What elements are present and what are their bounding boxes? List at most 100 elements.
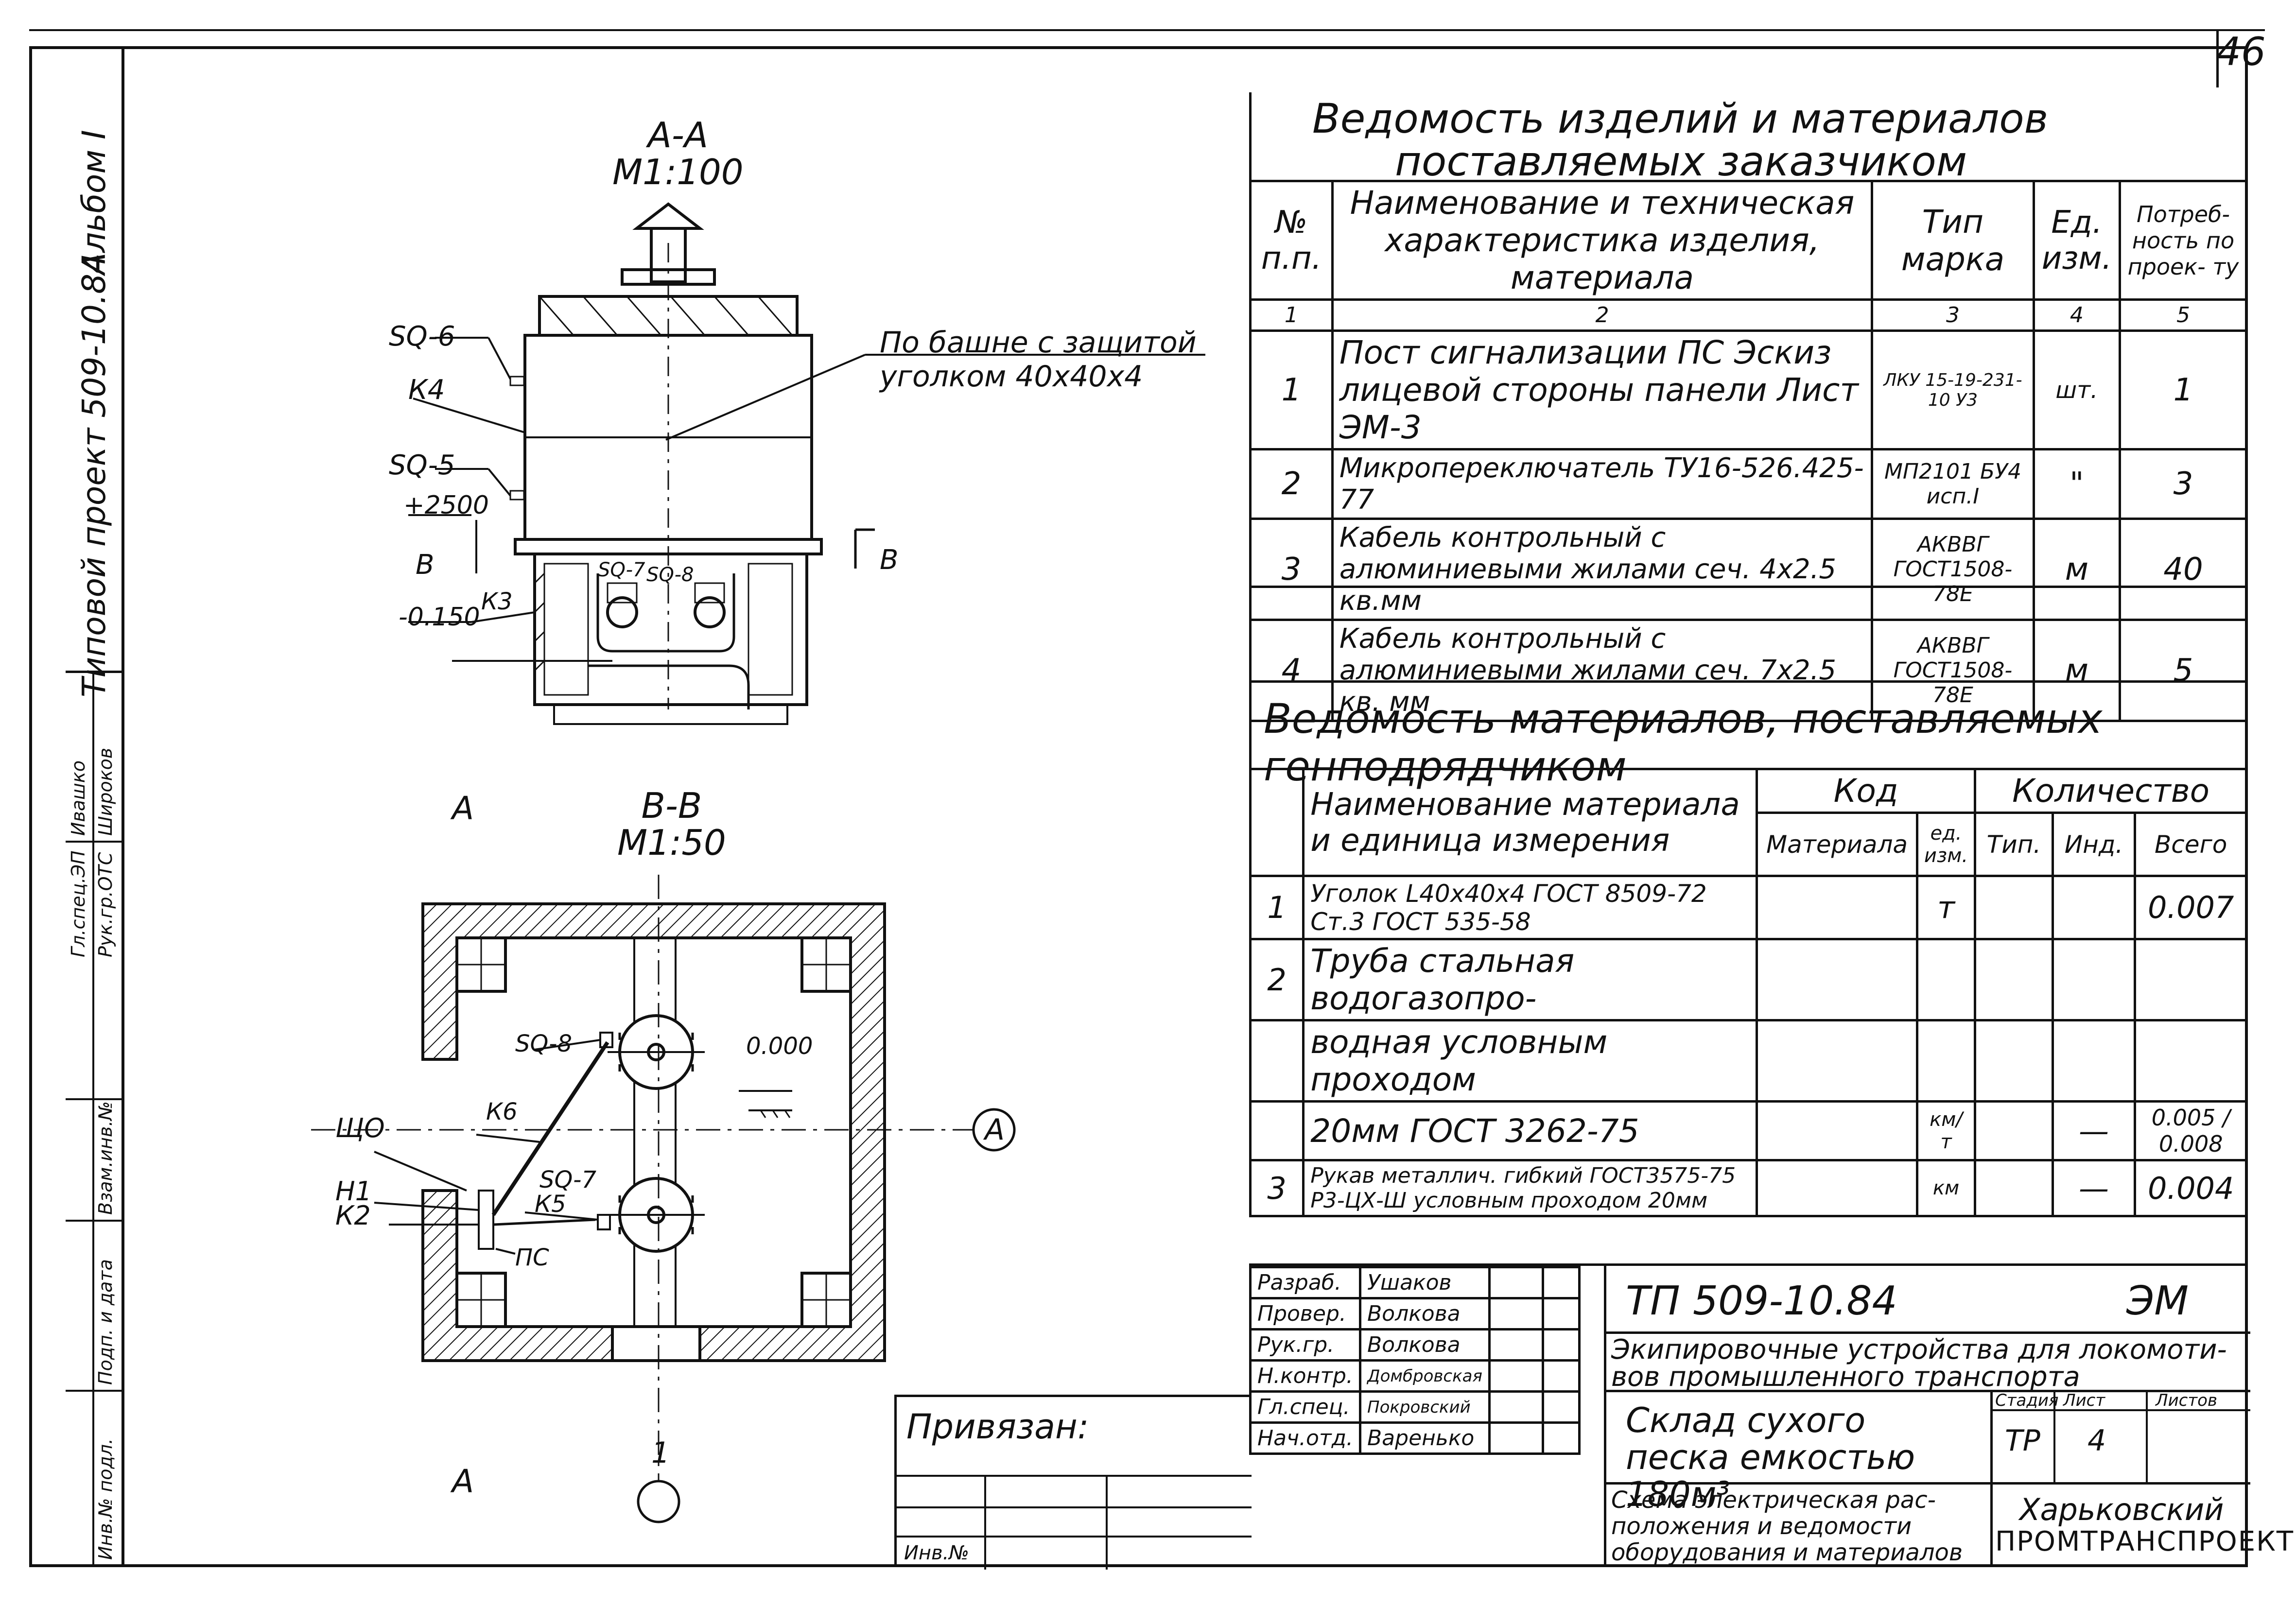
vent-cap [632, 202, 704, 230]
stamp-stage: ТР [2005, 1424, 2040, 1458]
table1-cell: 1 [2119, 329, 2248, 450]
stamp-object-title: Склад сухого песка емкостью 180м³ [1626, 1400, 1915, 1514]
table1-cell: 3 [1249, 518, 1334, 621]
stamp-role: Рук.гр. [1249, 1328, 1361, 1362]
table1-cell: Кабель контрольный с алюминиевыми жилами… [1331, 518, 1874, 621]
table2-cell: км [1915, 1159, 1977, 1217]
stamp-row: Провер.Волкова [1249, 1297, 1581, 1331]
page-number: 46 [2216, 29, 2266, 74]
stamp-role: Провер. [1249, 1297, 1361, 1331]
cut-mark-a-top: А [452, 790, 474, 827]
callout-k2: К2 [335, 1200, 371, 1231]
table2-cell [1974, 875, 2054, 940]
table2-cell: — [2051, 1159, 2137, 1217]
stamp-people: Разраб.Ушаков Провер.Волкова Рук.гр.Волк… [1249, 1266, 1581, 1455]
table2-cell [1915, 1019, 1977, 1103]
stamp-name: Варенько [1359, 1421, 1491, 1455]
table1-cell: " [2032, 448, 2122, 520]
table1-cell: шт. [2032, 329, 2122, 450]
stamp-block [1249, 1263, 2248, 1570]
callout-sq5: SQ-5 [389, 449, 455, 481]
callout-h1: Н1 [335, 1176, 372, 1207]
table1-h-name: Наименование и техническая характеристик… [1331, 180, 1874, 301]
table1-cell: АКВВГ ГОСТ1508-78Е [1871, 619, 2035, 722]
stamp-signature [1488, 1359, 1544, 1393]
table1-cell: МП2101 БУ4 исп.I [1871, 448, 2035, 520]
stamp-h-sheet: Лист [2063, 1391, 2105, 1410]
table2-cell [1756, 875, 1918, 940]
table1-caption: Ведомость изделий и материалов поставляе… [1312, 97, 2048, 183]
table-row: 3 Рукав металлич. гибкий ГОСТ3575-75 Р3-… [1249, 1159, 2248, 1217]
privyazan-label: Привязан: [906, 1407, 1089, 1447]
table1-colnum-5: 5 [2119, 298, 2248, 332]
stamp-code: ТП 509-10.84 [1626, 1278, 1897, 1324]
table1-cell: Микропереключатель ТУ16-526.425-77 [1331, 448, 1874, 520]
table2-cell [2051, 875, 2137, 940]
table1: № п.п. Наименование и техническая характ… [1249, 180, 2248, 722]
stamp-date [1541, 1421, 1581, 1455]
table-row: 3 Кабель контрольный с алюминиевыми жила… [1249, 518, 2248, 621]
table-row: 1 Уголок L40х40х4 ГОСТ 8509-72 Ст.3 ГОСТ… [1249, 875, 2248, 940]
binding-strip: Альбом I Типовой проект 509-10.84 [66, 46, 124, 1567]
stamp-name: Покровский [1359, 1390, 1491, 1424]
table-row: 2 Микропереключатель ТУ16-526.425-77 МП2… [1249, 448, 2248, 520]
table2-cell: 3 [1249, 1159, 1305, 1217]
stamp-org-line1: Харьковский [2019, 1492, 2224, 1527]
table1-cell: АКВВГ ГОСТ1508-78Е [1871, 518, 2035, 621]
stamp-sheet: 4 [2087, 1424, 2106, 1458]
cable-note-line1: По башне с защитой [880, 326, 1197, 360]
strip-name-1: Ивашко [68, 760, 89, 836]
stamp-h-sheets: Листов [2156, 1391, 2218, 1410]
table2-cell: Уголок L40х40х4 ГОСТ 8509-72 Ст.3 ГОСТ 5… [1302, 875, 1758, 940]
table2-cell: 0.004 [2134, 1159, 2248, 1217]
table1-colnum-1: 1 [1249, 298, 1334, 332]
strip-field-inv: Инв.№ подл. [95, 1438, 116, 1560]
table2-h-code: Код [1756, 768, 1977, 814]
table2-cell: Труба стальная водогазопро- [1302, 938, 1758, 1021]
inv-label: Инв.№ [904, 1542, 969, 1564]
table1-title-line2: поставляемых заказчиком [1395, 138, 1967, 185]
table2-cell: 2 [1249, 938, 1305, 1021]
table2-h-total: Всего [2134, 812, 2248, 877]
table-row: 20мм ГОСТ 3262-75 км/т — 0.005 / 0.008 [1249, 1100, 2248, 1161]
section-aa-name: А-А [647, 115, 709, 156]
stamp-date [1541, 1266, 1581, 1299]
table2-h-ind: Инд. [2051, 812, 2137, 877]
table2-cell [1756, 1159, 1918, 1217]
table2-h-num [1249, 768, 1305, 877]
cable-note-line2: уголком 40х40х4 [880, 360, 1143, 394]
stamp-role: Разраб. [1249, 1266, 1361, 1299]
table-row: 2 Труба стальная водогазопро- [1249, 938, 2248, 1021]
table1-cell: 1 [1249, 329, 1334, 450]
stamp-signature [1488, 1390, 1544, 1424]
callout-k3: К3 [481, 588, 513, 615]
callout-k5: К5 [535, 1191, 566, 1218]
table2-cell [2134, 938, 2248, 1021]
stamp-date [1541, 1297, 1581, 1331]
mark-minus0150: -0.150 [399, 603, 480, 632]
section-bb-name: В-В [641, 785, 702, 826]
stamp-name: Домбровская [1359, 1359, 1491, 1393]
section-aa-scale: М1:100 [612, 152, 744, 192]
stamp-doc-title: Схема электрическая рас- положения и вед… [1611, 1486, 1963, 1566]
callout-bb-sq7: SQ-7 [539, 1166, 596, 1193]
callout-k6: К6 [486, 1098, 518, 1125]
table1-colnum-2: 2 [1331, 298, 1874, 332]
mark-plus2500: +2500 [403, 491, 489, 520]
table2-cell: 20мм ГОСТ 3262-75 [1302, 1100, 1758, 1161]
section-bb-title: В-В М1:50 [617, 787, 726, 861]
table2-cell: 0.007 [2134, 875, 2248, 940]
stamp-signature [1488, 1266, 1544, 1299]
section-bb-drawing [311, 875, 1016, 1523]
stamp-row: Разраб.Ушаков [1249, 1266, 1581, 1299]
strip-fields: Гл.спец.ЭП Рук.гр.ОТС Ивашко Широков Вза… [66, 671, 122, 1567]
table2-header-row2: Материала ед. изм. Тип. Инд. Всего [1251, 812, 2248, 877]
table2-h-unit: ед. изм. [1915, 812, 1977, 877]
table2-cell [1249, 1100, 1305, 1161]
table1-h-unit: Ед. изм. [2032, 180, 2122, 301]
strip-field-podp: Подп. и дата [95, 1259, 116, 1385]
callout-bb-sq8: SQ-8 [515, 1030, 572, 1057]
stamp-signature [1488, 1328, 1544, 1362]
axis-circle-1: 1 [651, 1436, 670, 1470]
table2-cell: 1 [1249, 875, 1305, 940]
